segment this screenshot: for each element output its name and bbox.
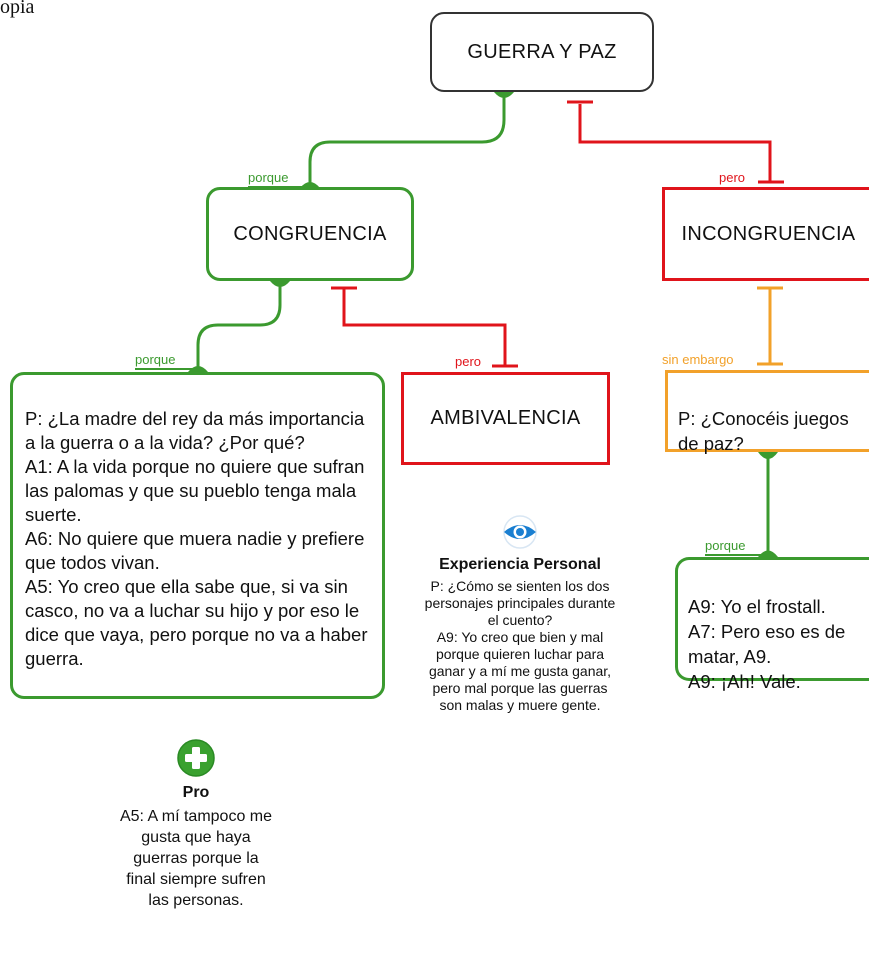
question-right-text: P: ¿Conocéis juegos de paz? <box>678 408 849 454</box>
experiencia-title: Experiencia Personal <box>439 556 601 573</box>
node-question-right[interactable]: P: ¿Conocéis juegos de paz? <box>665 370 869 454</box>
node-congruencia[interactable]: CONGRUENCIA <box>206 187 414 281</box>
label-porque-top: porque <box>248 170 289 185</box>
node-ambivalencia[interactable]: AMBIVALENCIA <box>401 372 610 465</box>
experiencia-text: P: ¿Cómo se sienten los dos personajes p… <box>424 578 616 713</box>
connector-root-incongruencia <box>578 104 772 182</box>
node-answers-right[interactable]: A9: Yo el frostall. A7: Pero eso es de m… <box>675 557 869 692</box>
question-left-text: P: ¿La madre del rey da más importancia … <box>25 408 368 669</box>
node-congruencia-label: CONGRUENCIA <box>233 222 387 245</box>
node-incongruencia[interactable]: INCONGRUENCIA <box>662 187 869 281</box>
label-porque-mid: porque <box>135 352 176 367</box>
connector-congruencia-question <box>196 281 282 372</box>
plus-icon <box>177 739 215 777</box>
answers-right-text: A9: Yo el frostall. A7: Pero eso es de m… <box>688 596 846 692</box>
connector-root-congruencia <box>308 92 506 188</box>
pro-title: Pro <box>182 784 210 801</box>
note-pro: Pro A5: A mí tampoco me gusta que haya g… <box>118 738 274 911</box>
pro-text: A5: A mí tampoco me gusta que haya guerr… <box>119 808 273 909</box>
label-porque-right: porque <box>705 538 746 553</box>
node-guerra-y-paz-label: GUERRA Y PAZ <box>467 40 617 63</box>
node-ambivalencia-label: AMBIVALENCIA <box>430 407 581 429</box>
connector-congruencia-ambivalencia <box>342 288 507 366</box>
node-incongruencia-label: INCONGRUENCIA <box>681 222 856 245</box>
label-pero-top: pero <box>719 170 746 185</box>
eye-icon <box>503 515 537 549</box>
label-pero-mid: pero <box>455 354 482 369</box>
clipped-corner-text: opia <box>0 0 35 18</box>
node-question-left[interactable]: P: ¿La madre del rey da más importancia … <box>10 372 385 699</box>
node-guerra-y-paz[interactable]: GUERRA Y PAZ <box>430 12 654 92</box>
note-experiencia: Experiencia Personal P: ¿Cómo se sienten… <box>420 514 620 714</box>
label-sin-embargo: sin embargo <box>662 352 734 367</box>
